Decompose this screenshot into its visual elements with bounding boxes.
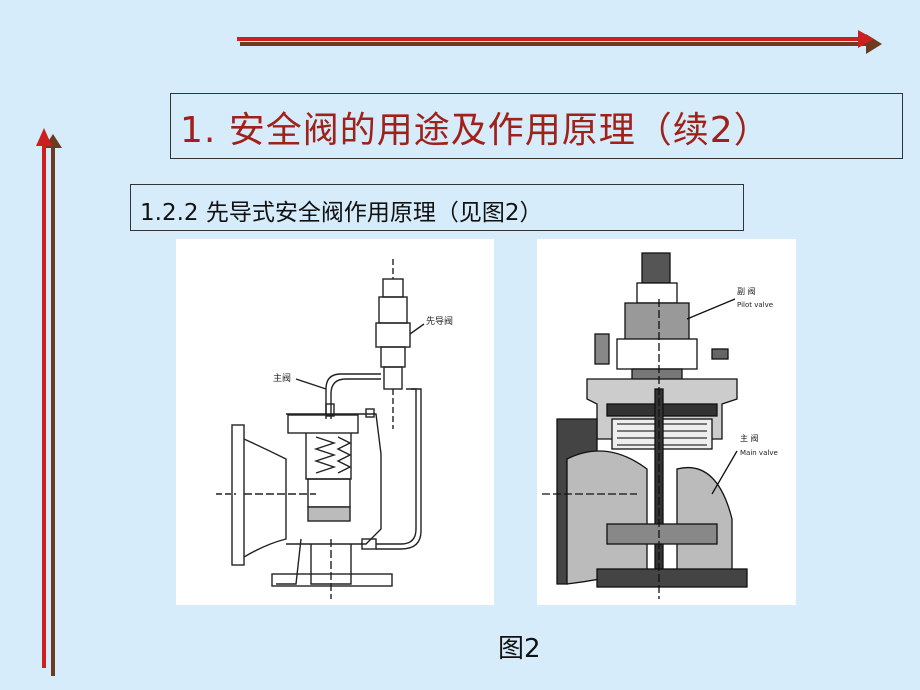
- page-title: 1. 安全阀的用途及作用原理（续2）: [180, 110, 771, 151]
- pilot-valve-en-label: Pilot valve: [737, 301, 773, 309]
- subtitle-box: [130, 184, 744, 231]
- main-valve-label: 主阀: [273, 372, 291, 384]
- pilot-valve-cn-label: 副 阀: [737, 287, 756, 296]
- valve-line-drawing: 先导阀 主阀: [216, 259, 453, 599]
- valve-section-drawing: 副 阀 Pilot valve 主 阀 Main valve: [542, 252, 778, 599]
- title-box: [170, 93, 903, 159]
- main-valve-en-label: Main valve: [740, 449, 778, 457]
- right-valve-section: 副 阀 Pilot valve 主 阀 Main valve: [537, 239, 796, 605]
- figure-caption: 图2: [498, 634, 541, 664]
- left-valve-drawing: 先导阀 主阀: [176, 239, 494, 605]
- section-subtitle: 1.2.2 先导式安全阀作用原理（见图2）: [140, 200, 543, 226]
- main-valve-cn-label: 主 阀: [740, 433, 759, 443]
- pilot-valve-label: 先导阀: [426, 315, 453, 327]
